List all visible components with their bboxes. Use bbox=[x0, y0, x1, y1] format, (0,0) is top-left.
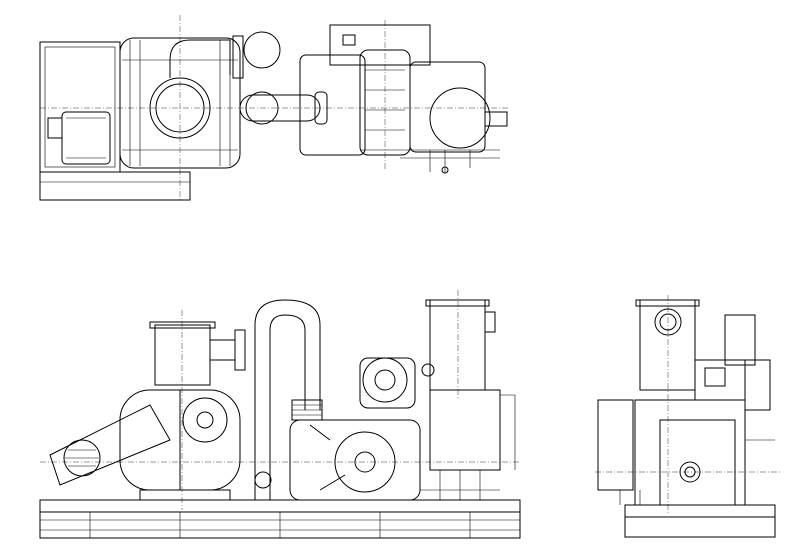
gearbox-motor bbox=[362, 357, 408, 403]
discharge-silencer bbox=[429, 299, 486, 391]
vessel bbox=[429, 87, 491, 149]
gearbox bbox=[299, 54, 366, 156]
front-base bbox=[39, 499, 521, 513]
motor bbox=[61, 111, 111, 165]
motor-base-frame bbox=[39, 41, 121, 173]
silencer-top bbox=[243, 31, 281, 69]
pressure-gauge bbox=[421, 363, 435, 377]
side-silencer bbox=[639, 299, 696, 391]
base-skid bbox=[39, 171, 191, 201]
motor-front bbox=[49, 404, 171, 486]
top-view bbox=[39, 15, 510, 201]
tank-frame bbox=[409, 61, 486, 153]
side-base bbox=[624, 504, 776, 518]
second-stage-front bbox=[289, 419, 421, 501]
u-pipe bbox=[254, 299, 321, 500]
side-view bbox=[595, 295, 780, 538]
top-frame bbox=[329, 24, 431, 66]
inlet-silencer bbox=[154, 324, 211, 386]
side-housing bbox=[634, 399, 746, 506]
front-view bbox=[39, 290, 521, 539]
